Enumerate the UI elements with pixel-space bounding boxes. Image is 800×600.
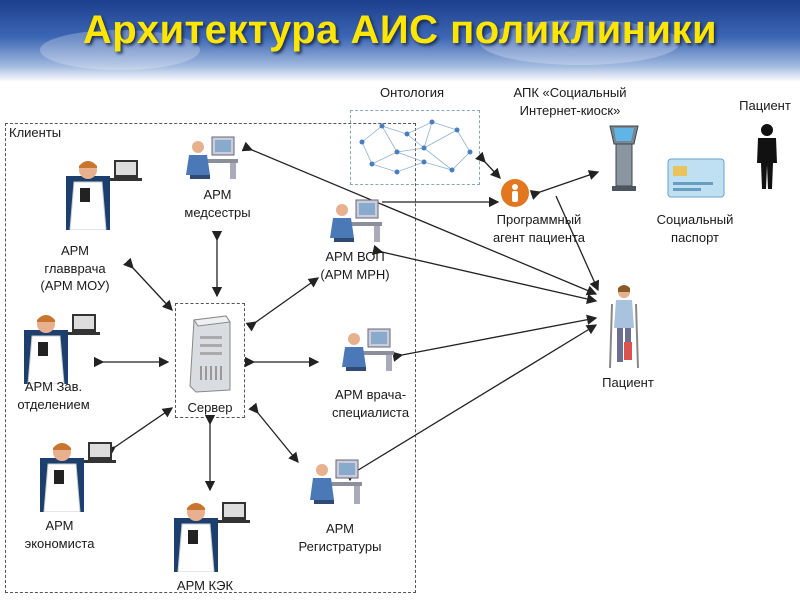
patient-top-label: Пациент [739,98,791,113]
arrow-server-registry [248,402,299,464]
patient-crutches-icon [609,285,639,369]
nurse-label: АРМ медсестры [170,186,265,221]
gp-label-line2: (АРМ МРН) [320,266,390,282]
economist-label-line2: экономиста [24,535,95,551]
kiosk-label-line1: АПК «Социальный [513,85,627,100]
arrow-server-gp [245,277,320,332]
chief-label-line2: главврача [44,260,106,276]
chief-label: АРМ главврача (АРМ МОУ) [20,242,130,295]
chief-label-line1: АРМ [60,243,90,258]
economist-icon [38,440,116,517]
kiosk-label: АПК «Социальный Интернет-киоск» [505,84,635,119]
head-of-department-icon [22,312,100,389]
arrow-gp-patient [371,244,598,305]
gp-label: АРМ ВОП (АРМ МРН) [305,248,405,283]
registry-label-line2: Регистратуры [298,538,382,554]
specialist-label-line2: специалиста [331,404,410,420]
gp-workstation-icon [330,196,382,249]
agent-label-line2: агент пациента [492,229,586,245]
nurse-workstation-icon [186,133,238,186]
kek-label: АРМ КЭК [176,578,234,593]
gp-label-line1: АРМ ВОП [325,249,385,264]
page-title: Архитектура АИС поликлиники [82,8,718,52]
specialist-label: АРМ врача- специалиста [318,386,423,421]
specialist-workstation-icon [342,325,394,378]
specialist-label-line1: АРМ врача- [334,387,407,402]
economist-label: АРМ экономиста [12,517,107,552]
cloud-decoration [480,20,680,65]
chief-doctor-icon [64,158,142,235]
arrow-ontology-agent [474,151,501,179]
agent-label: Программный агент пациента [474,211,604,246]
registry-label-line1: АРМ [325,521,355,536]
arrow-server-chief [122,257,173,311]
kiosk-label-line2: Интернет-киоск» [519,102,621,118]
chief-label-line3: (АРМ МОУ) [40,278,110,294]
ontology-network-icon [359,119,473,175]
arrow-agent-kiosk [529,170,600,200]
clients-label: Клиенты [9,125,62,140]
ontology-label: Онтология [379,85,445,100]
registry-workstation-icon [310,456,362,513]
arrow-server-economist [104,407,174,457]
kek-doctor-icon [172,500,250,577]
patient-main-label: Пациент [602,375,654,390]
registry-label: АРМ Регистратуры [290,520,390,555]
nurse-label-line1: АРМ [203,187,232,202]
cloud-decoration [40,30,200,70]
arrow-registry-patient [344,324,598,482]
arrow-specialist-patient [392,314,598,362]
header-banner: Архитектура АИС поликлиники [0,0,800,82]
head-label-line2: отделением [17,396,90,412]
patient-silhouette-icon [757,124,777,189]
head-label-line1: АРМ Зав. [24,379,83,394]
kiosk-icon [609,125,639,191]
agent-label-line1: Программный [496,212,582,227]
patient-agent-icon [501,179,529,207]
server-label: Сервер [187,400,233,415]
server-icon [189,315,231,393]
passport-label: Социальный паспорт [640,211,750,246]
head-label: АРМ Зав. отделением [6,378,101,413]
economist-label-line1: АРМ [45,518,74,533]
passport-label-line1: Социальный [656,212,734,227]
nurse-label-line2: медсестры [184,204,251,220]
passport-label-line2: паспорт [671,229,719,245]
social-passport-card-icon [667,158,725,198]
arrow-agent-patient [555,195,600,292]
